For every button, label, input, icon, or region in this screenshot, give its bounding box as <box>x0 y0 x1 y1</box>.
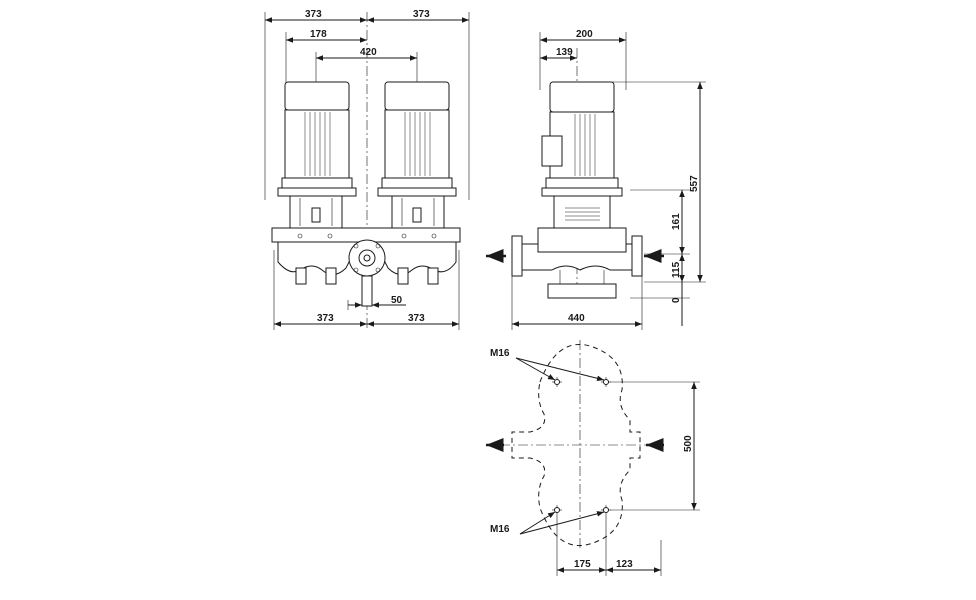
dim-front-bottom-left: 373 <box>317 313 334 324</box>
dim-side-top-width: 200 <box>576 29 593 40</box>
pump-housing <box>271 227 461 307</box>
label-bolt-top: M16 <box>490 348 510 359</box>
dim-front-bottom-right: 373 <box>408 313 425 324</box>
bolt-hole-bottom-left <box>552 505 562 515</box>
dim-front-top-left: 373 <box>305 9 322 20</box>
side-view: 200 139 557 161 115 0 440 <box>486 29 706 330</box>
dim-plan-left-offset: 175 <box>574 559 591 570</box>
dim-side-axis-offset: 139 <box>556 47 573 58</box>
dim-front-flange: 178 <box>310 29 327 40</box>
motor-right <box>377 81 457 229</box>
side-pump-body <box>511 227 643 299</box>
dim-front-base-offset: 50 <box>391 295 403 306</box>
bolt-hole-top-left <box>552 377 562 387</box>
dim-plan-right-offset: 123 <box>616 559 633 570</box>
dim-front-top-right: 373 <box>413 9 430 20</box>
plan-view: M16 M16 500 175 123 <box>486 340 700 576</box>
motor-left <box>277 81 357 229</box>
dim-side-port-to-port: 440 <box>568 313 585 324</box>
label-bolt-bottom: M16 <box>490 524 510 535</box>
dim-side-total-height: 557 <box>689 175 700 192</box>
dim-side-mid-height: 161 <box>671 213 682 230</box>
dim-side-zero: 0 <box>671 297 682 303</box>
dim-side-low-height: 115 <box>671 261 682 278</box>
bolt-hole-top-right <box>601 377 611 387</box>
side-motor <box>541 81 623 229</box>
dim-front-motor-spacing: 420 <box>360 47 377 58</box>
bolt-hole-bottom-right <box>601 505 611 515</box>
front-view: 373 373 178 420 373 373 50 <box>264 9 470 330</box>
dim-plan-bolt-spacing: 500 <box>683 435 694 452</box>
